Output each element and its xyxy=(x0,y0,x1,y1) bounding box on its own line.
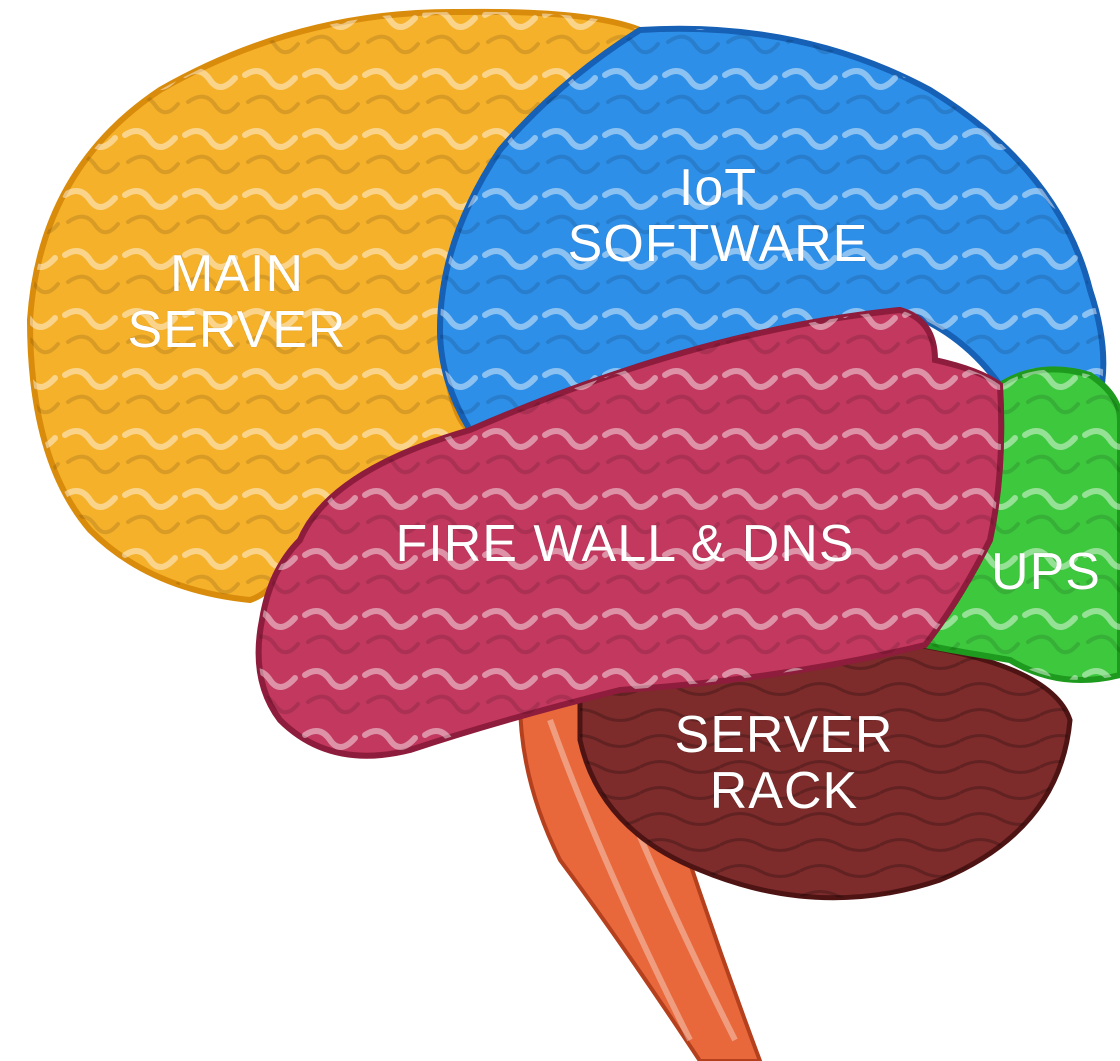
fire-wall-dns-label-line1: FIRE WALL & DNS xyxy=(395,516,854,572)
iot-software-label: IoT SOFTWARE xyxy=(568,160,869,272)
server-rack-label-line1: SERVER xyxy=(675,707,894,763)
iot-software-label-line2: SOFTWARE xyxy=(568,216,869,272)
iot-software-label-line1: IoT xyxy=(568,160,869,216)
main-server-label-line1: MAIN xyxy=(128,246,347,302)
ups-label: UPS xyxy=(991,544,1101,600)
main-server-label: MAIN SERVER xyxy=(128,246,347,358)
fire-wall-dns-label: FIRE WALL & DNS xyxy=(395,516,854,572)
server-rack-label-line2: RACK xyxy=(675,763,894,819)
server-rack-label: SERVER RACK xyxy=(675,707,894,819)
main-server-label-line2: SERVER xyxy=(128,302,347,358)
ups-label-line1: UPS xyxy=(991,544,1101,600)
